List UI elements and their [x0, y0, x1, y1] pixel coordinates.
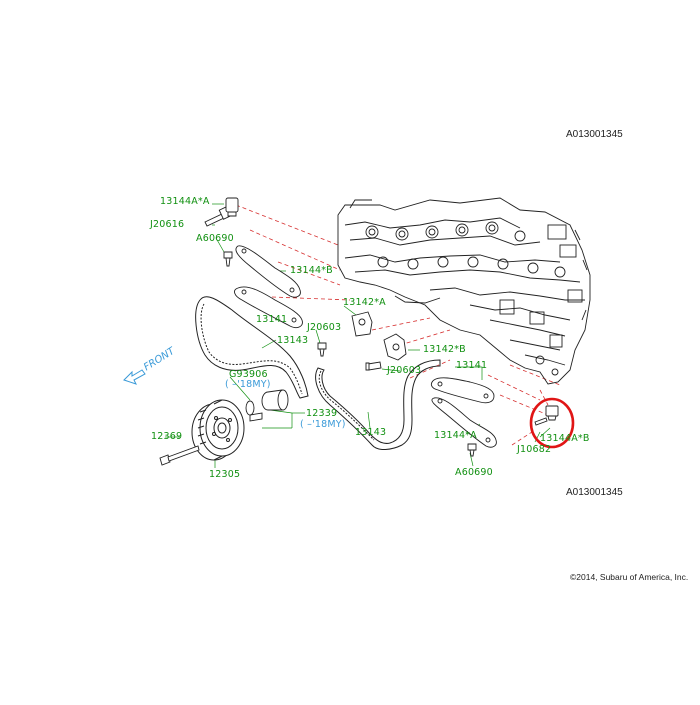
bolt-j20603-right	[365, 361, 382, 371]
callout-g93906[interactable]: G93906	[229, 369, 268, 380]
chain-guide-13144a	[431, 397, 497, 448]
callout-a60690-bottom[interactable]: A60690	[455, 467, 493, 478]
tensioner-13144a-b	[534, 405, 559, 426]
diagram-reference-top: A013001345	[566, 129, 623, 140]
timing-chain-right	[315, 359, 441, 450]
tensioner-13142a	[351, 311, 373, 337]
callout-13142-b[interactable]: 13142*B	[423, 344, 466, 355]
highlight-circle	[529, 397, 575, 449]
callout-12369[interactable]: 12369	[151, 431, 183, 442]
callout-12305[interactable]: 12305	[209, 469, 241, 480]
callout-13142-a[interactable]: 13142*A	[343, 297, 386, 308]
callout-j10682[interactable]: J10682	[517, 444, 552, 455]
callout-13141-right[interactable]: 13141	[456, 360, 488, 371]
callout-13143-left[interactable]: 13143	[277, 335, 309, 346]
leader-lines	[235, 204, 561, 446]
engine-block	[337, 197, 591, 385]
crank-bolt-12369	[159, 445, 200, 466]
callout-12339[interactable]: 12339	[306, 408, 338, 419]
tensioner-13144a-a	[225, 197, 239, 217]
callout-13144a-a[interactable]: 13144A*A	[160, 196, 210, 207]
bolt-j20603-left	[317, 342, 327, 357]
copyright-notice: ©2014, Subaru of America, Inc.	[570, 572, 689, 582]
callout-j20603-left[interactable]: J20603	[307, 322, 342, 333]
note-18my-b: ( –'18MY)	[300, 419, 346, 430]
callout-j20603-right[interactable]: J20603	[387, 365, 422, 376]
timing-chain-left	[195, 296, 309, 399]
o-ring-g93906	[245, 400, 255, 416]
chain-guide-13141-right	[430, 377, 495, 404]
bolt-a60690-top	[223, 251, 233, 267]
bolt-a60690-bottom	[467, 443, 477, 457]
crank-pulley-12305	[191, 399, 245, 461]
note-18my-a: ( –'18MY)	[225, 379, 271, 390]
callout-13144-a[interactable]: 13144*A	[434, 430, 477, 441]
callout-j20616[interactable]: J20616	[150, 219, 185, 230]
diagram-reference-bottom: A013001345	[566, 487, 623, 498]
callout-13144a-b[interactable]: 13144A*B	[540, 433, 590, 444]
crank-sprocket-12339	[249, 389, 289, 422]
callout-13141-left[interactable]: 13141	[256, 314, 288, 325]
callout-13144-b[interactable]: 13144*B	[290, 265, 333, 276]
chain-guide-13141-left	[234, 286, 303, 329]
tensioner-13142b	[383, 333, 407, 361]
callout-13143-right[interactable]: 13143	[355, 427, 387, 438]
chain-guide-13144b	[235, 245, 301, 298]
front-arrow-icon	[123, 369, 146, 385]
callout-a60690-top[interactable]: A60690	[196, 233, 234, 244]
